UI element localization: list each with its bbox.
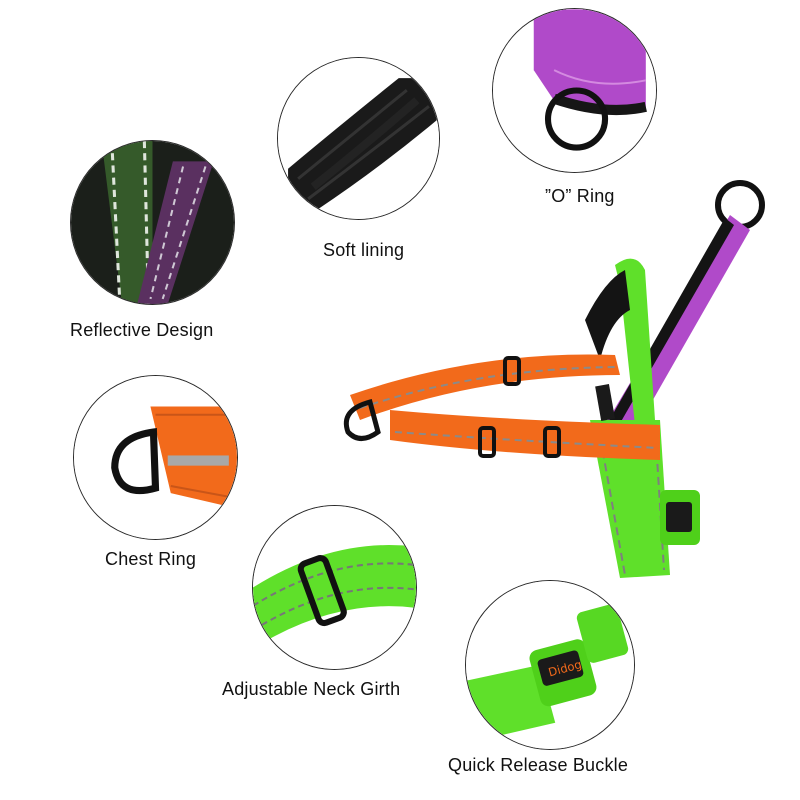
neck-slider-icon <box>503 356 521 386</box>
harness-product-image <box>330 170 780 600</box>
chest-ring-image <box>74 376 237 539</box>
chest-ring-circle <box>73 375 238 540</box>
soft-lining-image <box>278 58 439 219</box>
quick-release-buckle-circle: Didog <box>465 580 635 750</box>
soft-lining-circle <box>277 57 440 220</box>
adjustable-neck-girth-circle <box>252 505 417 670</box>
chest-slider-2-icon <box>543 426 561 458</box>
soft-lining-label: Soft lining <box>323 240 405 260</box>
quick-release-buckle-label: Quick Release Buckle <box>448 755 629 775</box>
chest-slider-icon <box>478 426 496 458</box>
o-ring-image <box>493 9 656 172</box>
adjustable-neck-girth-image <box>253 506 416 669</box>
orange-neck-strap <box>350 354 620 420</box>
reflective-design-image <box>71 141 234 304</box>
reflective-design-circle <box>70 140 235 305</box>
chest-ring-label: Chest Ring <box>105 549 197 569</box>
adjustable-neck-girth-label: Adjustable Neck Girth <box>222 679 401 699</box>
chest-ring-icon <box>343 398 381 441</box>
o-ring-circle <box>492 8 657 173</box>
brand-tag <box>595 384 616 421</box>
o-ring-label: ”O” Ring <box>545 186 615 206</box>
orange-chest-strap <box>390 410 660 460</box>
quick-release-buckle-image: Didog <box>466 581 634 749</box>
reflective-design-label: Reflective Design <box>70 320 214 340</box>
